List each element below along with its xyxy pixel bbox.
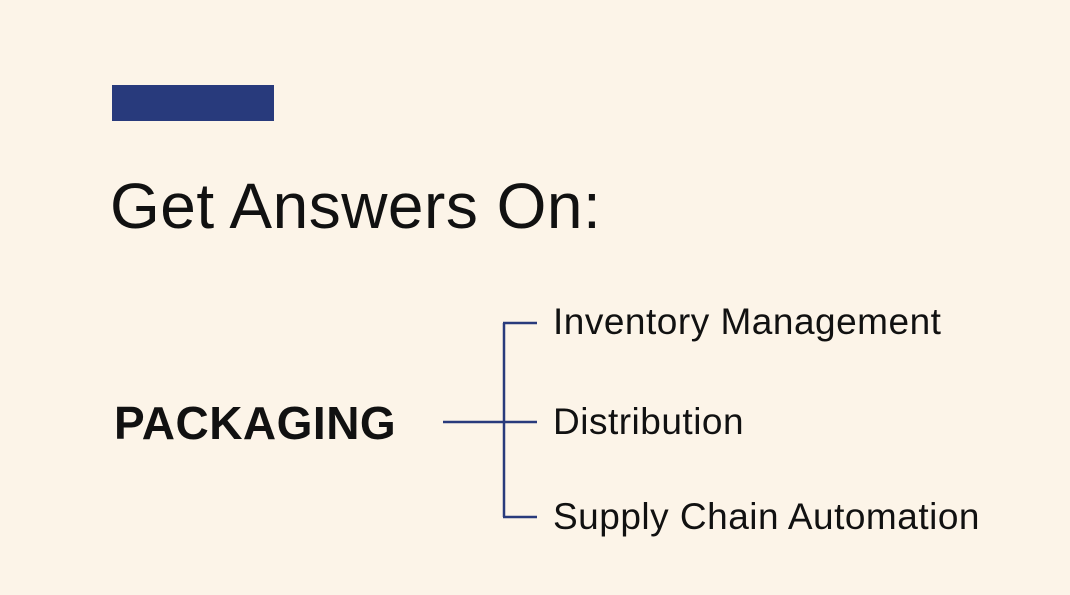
branch-label-inventory: Inventory Management bbox=[553, 301, 942, 342]
branch-label-supply-chain: Supply Chain Automation bbox=[553, 496, 980, 537]
page-title: Get Answers On: bbox=[110, 170, 602, 242]
branch-label-distribution: Distribution bbox=[553, 401, 745, 442]
accent-bar bbox=[112, 85, 274, 121]
root-node-label: PACKAGING bbox=[114, 397, 397, 449]
